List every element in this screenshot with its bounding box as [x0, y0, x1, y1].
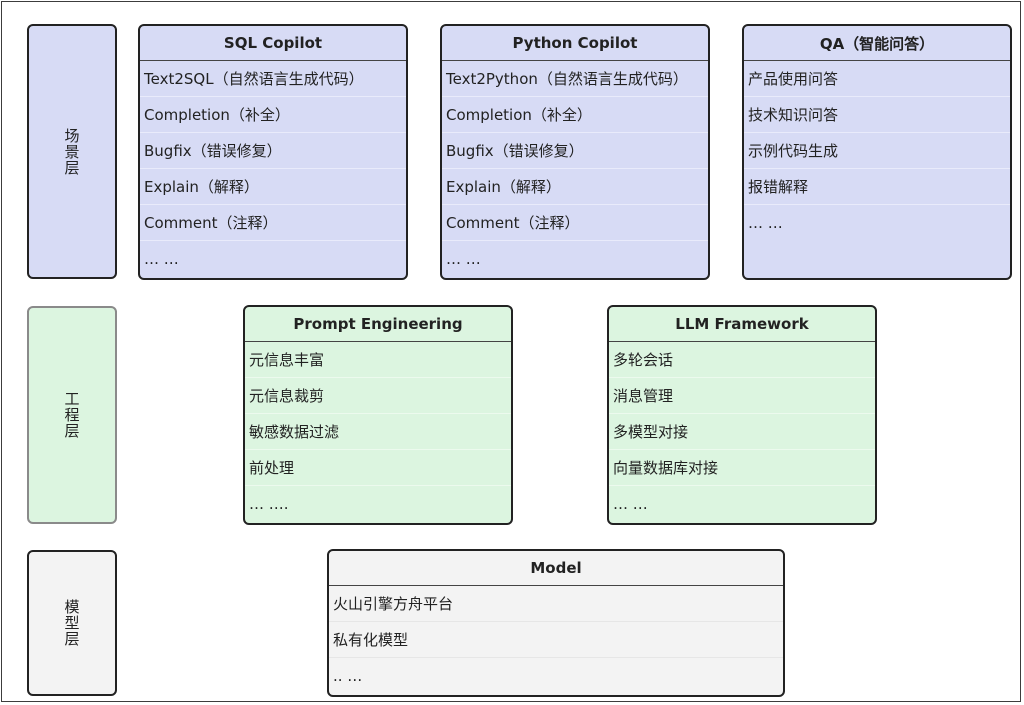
python-copilot-title: Python Copilot [442, 26, 708, 61]
layer-scene-label: 场景层 [62, 127, 81, 176]
qa-title: QA（智能问答） [744, 26, 1010, 61]
layer-model-label: 模型层 [62, 599, 81, 647]
sql-copilot-item: Bugfix（错误修复） [140, 133, 406, 169]
prompt-engineering-item: … …. [249, 495, 289, 513]
llm-framework-item: … … [613, 495, 648, 513]
llm-framework-item: 多轮会话 [609, 342, 875, 378]
layer-scene: 场景层 [27, 24, 117, 279]
llm-framework-box: LLM Framework 多轮会话 消息管理 多模型对接 向量数据库对接 … … [607, 305, 877, 525]
qa-box: QA（智能问答） 产品使用问答 技术知识问答 示例代码生成 报错解释 … … [742, 24, 1012, 280]
python-copilot-item: Text2Python（自然语言生成代码） [442, 61, 708, 97]
prompt-engineering-box: Prompt Engineering 元信息丰富 元信息裁剪 敏感数据过滤 前处… [243, 305, 513, 525]
qa-item: 报错解释 [744, 169, 1010, 205]
python-copilot-item: Completion（补全） [442, 97, 708, 133]
prompt-engineering-item: 元信息丰富 [245, 342, 511, 378]
sql-copilot-item: Completion（补全） [140, 97, 406, 133]
qa-item: … … [748, 214, 783, 232]
model-box: Model 火山引擎方舟平台 私有化模型 .. … [327, 549, 785, 697]
sql-copilot-item: Explain（解释） [140, 169, 406, 205]
prompt-engineering-title: Prompt Engineering [245, 307, 511, 342]
llm-framework-title: LLM Framework [609, 307, 875, 342]
model-item: 私有化模型 [329, 622, 783, 658]
sql-copilot-title: SQL Copilot [140, 26, 406, 61]
python-copilot-box: Python Copilot Text2Python（自然语言生成代码） Com… [440, 24, 710, 280]
python-copilot-item: … … [446, 250, 481, 268]
prompt-engineering-item: 前处理 [245, 450, 511, 486]
python-copilot-item: Bugfix（错误修复） [442, 133, 708, 169]
model-item: 火山引擎方舟平台 [329, 586, 783, 622]
layer-model: 模型层 [27, 550, 117, 696]
llm-framework-item: 消息管理 [609, 378, 875, 414]
sql-copilot-box: SQL Copilot Text2SQL（自然语言生成代码） Completio… [138, 24, 408, 280]
python-copilot-item: Comment（注释） [442, 205, 708, 241]
sql-copilot-item: Text2SQL（自然语言生成代码） [140, 61, 406, 97]
llm-framework-item: 多模型对接 [609, 414, 875, 450]
llm-framework-item: 向量数据库对接 [609, 450, 875, 486]
qa-item: 技术知识问答 [744, 97, 1010, 133]
prompt-engineering-item: 元信息裁剪 [245, 378, 511, 414]
python-copilot-item: Explain（解释） [442, 169, 708, 205]
model-item: .. … [333, 667, 363, 685]
sql-copilot-item: … … [144, 250, 179, 268]
qa-item: 产品使用问答 [744, 61, 1010, 97]
layer-engineering-label: 工程层 [62, 391, 81, 439]
prompt-engineering-item: 敏感数据过滤 [245, 414, 511, 450]
layer-engineering: 工程层 [27, 306, 117, 524]
sql-copilot-item: Comment（注释） [140, 205, 406, 241]
qa-item: 示例代码生成 [744, 133, 1010, 169]
model-title: Model [329, 551, 783, 586]
